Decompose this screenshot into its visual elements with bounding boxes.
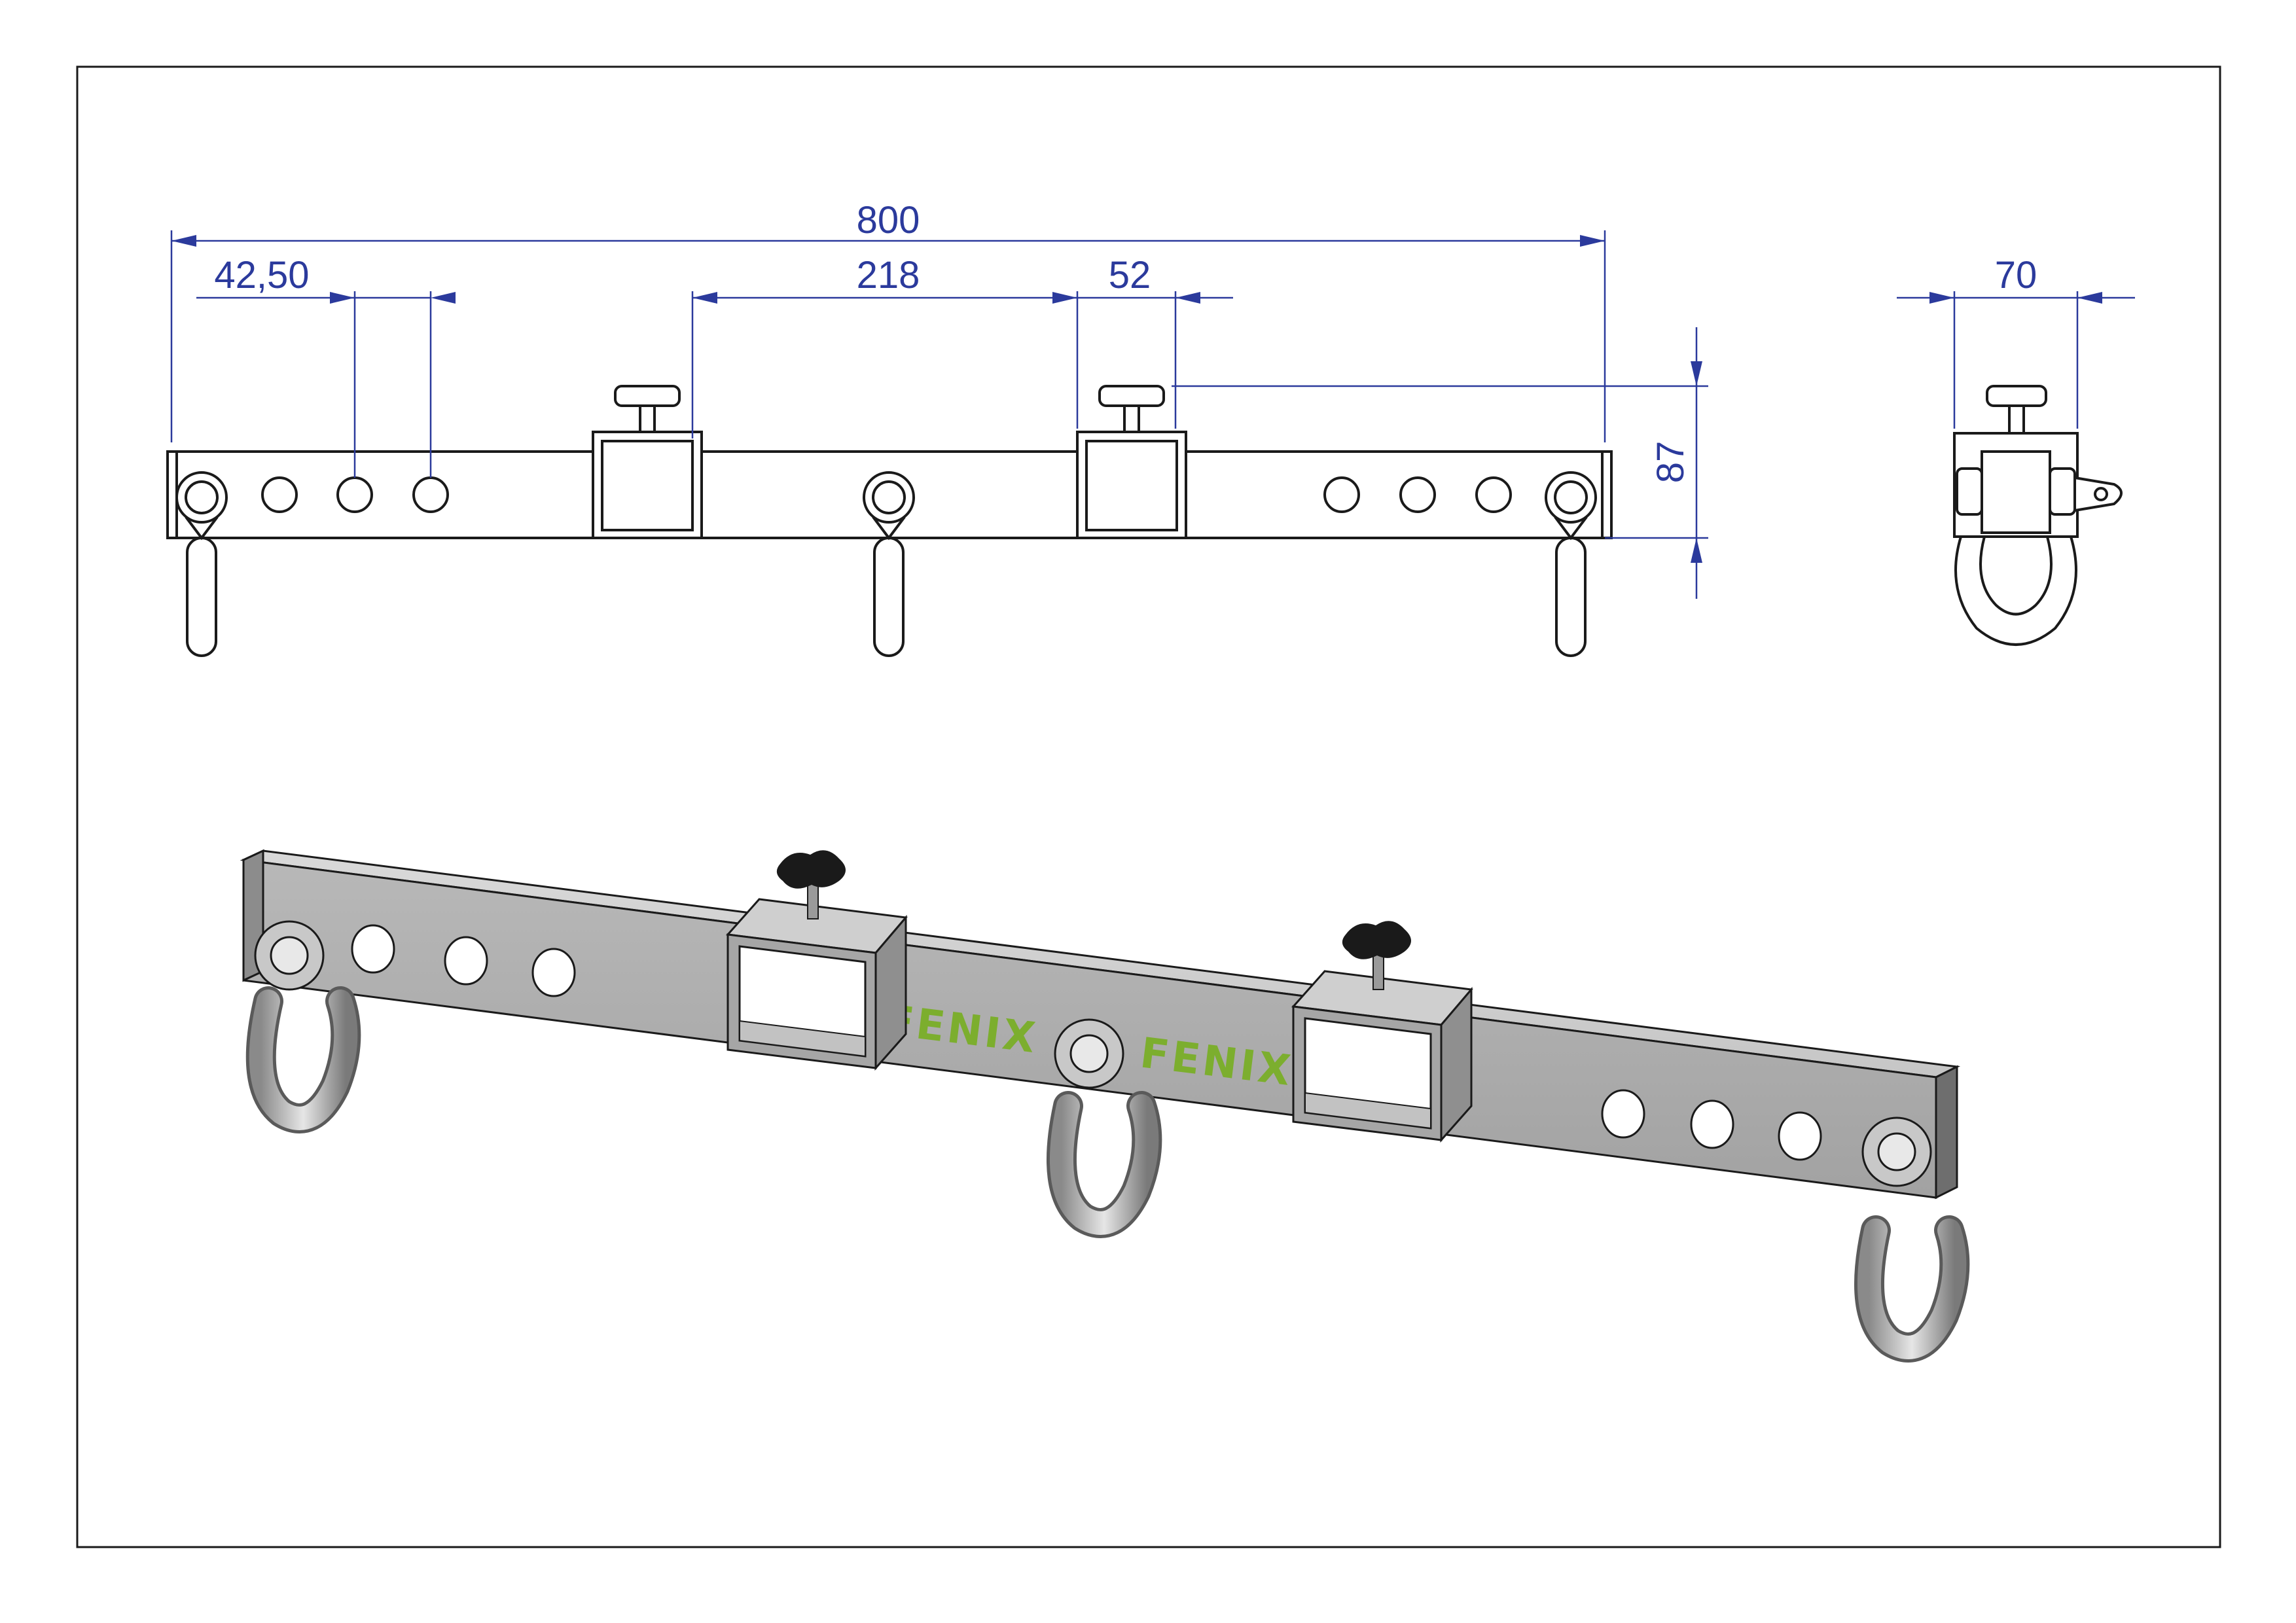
iso-knob-right xyxy=(1342,921,1411,959)
iso-clamp-left xyxy=(725,850,908,1071)
dim-side-width: 70 xyxy=(1995,254,2037,296)
front-hole xyxy=(1323,476,1360,513)
side-shackle xyxy=(1954,535,2077,646)
front-hole xyxy=(261,476,298,513)
front-clamp-right xyxy=(1076,385,1187,539)
drawing-frame xyxy=(76,65,2221,1548)
iso-clamp-right xyxy=(1291,921,1473,1143)
iso-hole xyxy=(1690,1099,1734,1149)
iso-shackle-right xyxy=(1854,1116,1970,1363)
iso-hole xyxy=(1778,1111,1822,1161)
iso-hole xyxy=(531,948,576,997)
iso-shackle-center xyxy=(1046,1018,1162,1238)
front-hole xyxy=(1399,476,1436,513)
front-view xyxy=(166,385,1613,657)
isometric-view: FENIX FENIX xyxy=(240,849,1970,1363)
iso-hole xyxy=(444,936,488,986)
front-clamp-left xyxy=(592,385,703,539)
dim-hole-spacing: 42,50 xyxy=(214,254,309,296)
dim-height: 87 xyxy=(1649,441,1692,484)
front-dimensions: 800 42,50 218 52 87 xyxy=(170,199,1708,599)
front-shackle-center xyxy=(863,471,915,657)
dim-overall-length: 800 xyxy=(857,199,920,241)
front-shackle-right xyxy=(1545,471,1597,657)
front-shackle-left xyxy=(175,471,228,657)
dim-clamp-spacing: 218 xyxy=(857,254,920,296)
side-dimensions: 70 xyxy=(1897,254,2135,429)
dim-clamp-width: 52 xyxy=(1109,254,1151,296)
front-hole xyxy=(1475,476,1512,513)
iso-hole xyxy=(351,924,395,974)
iso-hole xyxy=(1601,1089,1645,1139)
iso-shackle-left xyxy=(245,920,361,1133)
iso-knob-left xyxy=(776,850,846,889)
side-view xyxy=(1953,385,2123,646)
